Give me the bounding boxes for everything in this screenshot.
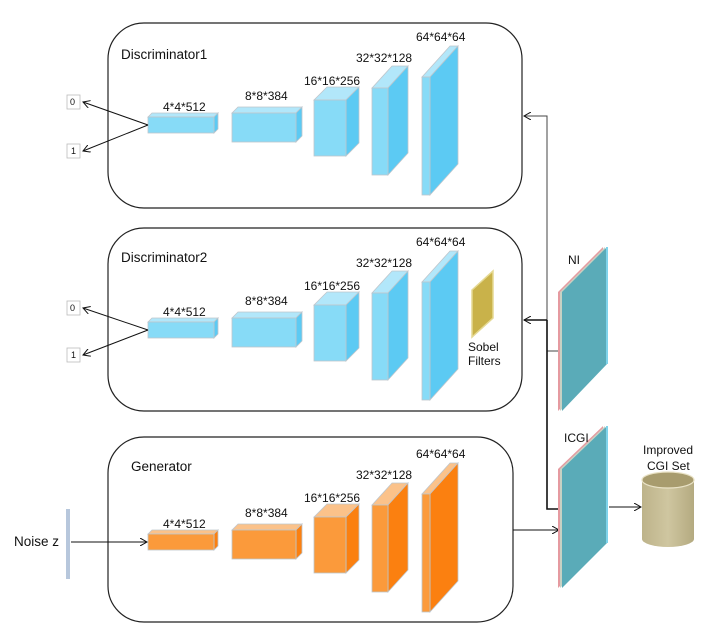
layer-side-face	[295, 106, 303, 143]
layer-top-face	[231, 523, 303, 531]
discriminator2-layer-label-2: 8*8*384	[245, 294, 288, 308]
d2-arrow-to-0	[83, 308, 149, 331]
generator-layer-label-2: 8*8*384	[245, 506, 288, 520]
ni-image-plate	[562, 247, 607, 411]
noise-vector	[66, 509, 70, 579]
layer-side-face	[213, 317, 219, 339]
generator-layer-block-5	[421, 461, 459, 614]
layer-side-face	[295, 311, 303, 348]
discriminator1-frame	[107, 22, 523, 209]
discriminator1-title: Discriminator1	[121, 47, 207, 62]
discriminator2-layer-block-5	[421, 249, 459, 402]
output-set-label-line1: Improved	[643, 443, 693, 457]
generator-layer-block-4	[371, 481, 409, 594]
ni-label: NI	[568, 253, 580, 267]
discriminator1-layer-block-3	[313, 86, 360, 157]
ni-to-d1-connector	[524, 116, 548, 351]
discriminator2-title: Discriminator2	[121, 250, 207, 265]
layer-front-face	[147, 533, 215, 551]
noise-label: Noise z	[14, 534, 59, 549]
generator-layer-block-3	[313, 503, 360, 574]
discriminator1-layer-block-4	[371, 64, 409, 177]
d2-output-0-box	[66, 300, 81, 316]
layer-top-face	[231, 311, 303, 319]
layer-front-face	[421, 281, 431, 401]
improved-cgi-set-database: Improved CGI Set	[641, 443, 695, 547]
layer-top-face	[231, 106, 303, 114]
layer-front-face	[421, 493, 431, 613]
layer-front-face	[313, 304, 347, 362]
d2-output-1-label: 1	[71, 350, 76, 360]
discriminator2-outputs: 0 1	[66, 300, 149, 363]
d2-arrow-to-1	[83, 329, 149, 355]
discriminator1-layer-label-1: 4*4*512	[163, 100, 206, 114]
layer-front-face	[231, 112, 297, 143]
layer-side-face	[295, 523, 303, 560]
icgi-label: ICGI	[564, 431, 589, 445]
discriminator2-layer-label-5: 64*64*64	[416, 235, 466, 249]
discriminator2-layer-label-3: 16*16*256	[304, 279, 360, 293]
d1-output-1-box	[66, 143, 81, 159]
layer-side-face	[213, 112, 219, 134]
discriminator1-layer-block-1	[147, 112, 219, 134]
output-set-label-line2: CGI Set	[647, 459, 690, 473]
icgi-to-trunk-connector	[546, 320, 559, 510]
discriminator2-layer-block-3	[313, 291, 360, 362]
generator-layer-label-4: 32*32*128	[356, 468, 412, 482]
layer-front-face	[313, 99, 347, 157]
layer-front-face	[231, 317, 297, 348]
layer-front-face	[371, 504, 389, 593]
icgi-image-stack: ICGI	[558, 426, 608, 588]
ni-image-stack: NI	[558, 247, 608, 411]
generator-layer-block-2	[231, 523, 303, 560]
data-flow-connectors	[513, 116, 641, 530]
layer-front-face	[313, 516, 347, 574]
discriminator1-layer-label-4: 32*32*128	[356, 51, 412, 65]
icgi-image-plate	[562, 426, 607, 588]
sobel-label-line2: Filters	[468, 354, 501, 368]
discriminator1-module: Discriminator1 4*4*512 8*8*384 16*16*256 32…	[107, 22, 523, 209]
layer-front-face	[421, 76, 431, 196]
generator-layer-label-3: 16*16*256	[304, 491, 360, 505]
discriminator2-module: Discriminator2 4*4*512 8*8*384 16*16*256 32…	[107, 227, 523, 412]
discriminator2-layer-label-1: 4*4*512	[163, 305, 206, 319]
layer-side-face	[213, 529, 219, 551]
d1-output-0-box	[66, 94, 81, 110]
layer-front-face	[231, 529, 297, 560]
discriminator2-frame	[107, 227, 523, 412]
discriminator1-layer-block-2	[231, 106, 303, 143]
generator-layer-label-5: 64*64*64	[416, 447, 466, 461]
layer-front-face	[371, 87, 389, 176]
sobel-filter-plate	[471, 269, 494, 339]
discriminator1-outputs: 0 1	[66, 94, 149, 159]
layer-front-face	[147, 116, 215, 134]
discriminator2-layer-label-4: 32*32*128	[356, 256, 412, 270]
d1-arrow-to-0	[83, 102, 149, 126]
layer-front-face	[147, 321, 215, 339]
sobel-label-line1: Sobel	[468, 340, 499, 354]
d2-output-1-box	[66, 347, 81, 363]
discriminator2-layer-block-4	[371, 269, 409, 382]
d2-output-0-label: 0	[70, 303, 75, 313]
discriminator2-layer-block-2	[231, 311, 303, 348]
discriminator1-layer-label-3: 16*16*256	[304, 74, 360, 88]
discriminator1-layer-label-2: 8*8*384	[245, 89, 288, 103]
d1-output-0-label: 0	[70, 97, 75, 107]
generator-layer-label-1: 4*4*512	[163, 517, 206, 531]
d1-arrow-to-1	[83, 124, 149, 151]
generator-layer-block-1	[147, 529, 219, 551]
database-cylinder-icon	[642, 480, 694, 547]
discriminator1-layer-block-5	[421, 44, 459, 197]
generator-module: Generator 4*4*512 8*8*384 16*16*256 32*32*1…	[107, 436, 514, 623]
layer-front-face	[371, 292, 389, 381]
generator-title: Generator	[131, 459, 192, 474]
d1-output-1-label: 1	[71, 146, 76, 156]
discriminator1-layer-label-5: 64*64*64	[416, 30, 466, 44]
discriminator2-layer-block-1	[147, 317, 219, 339]
